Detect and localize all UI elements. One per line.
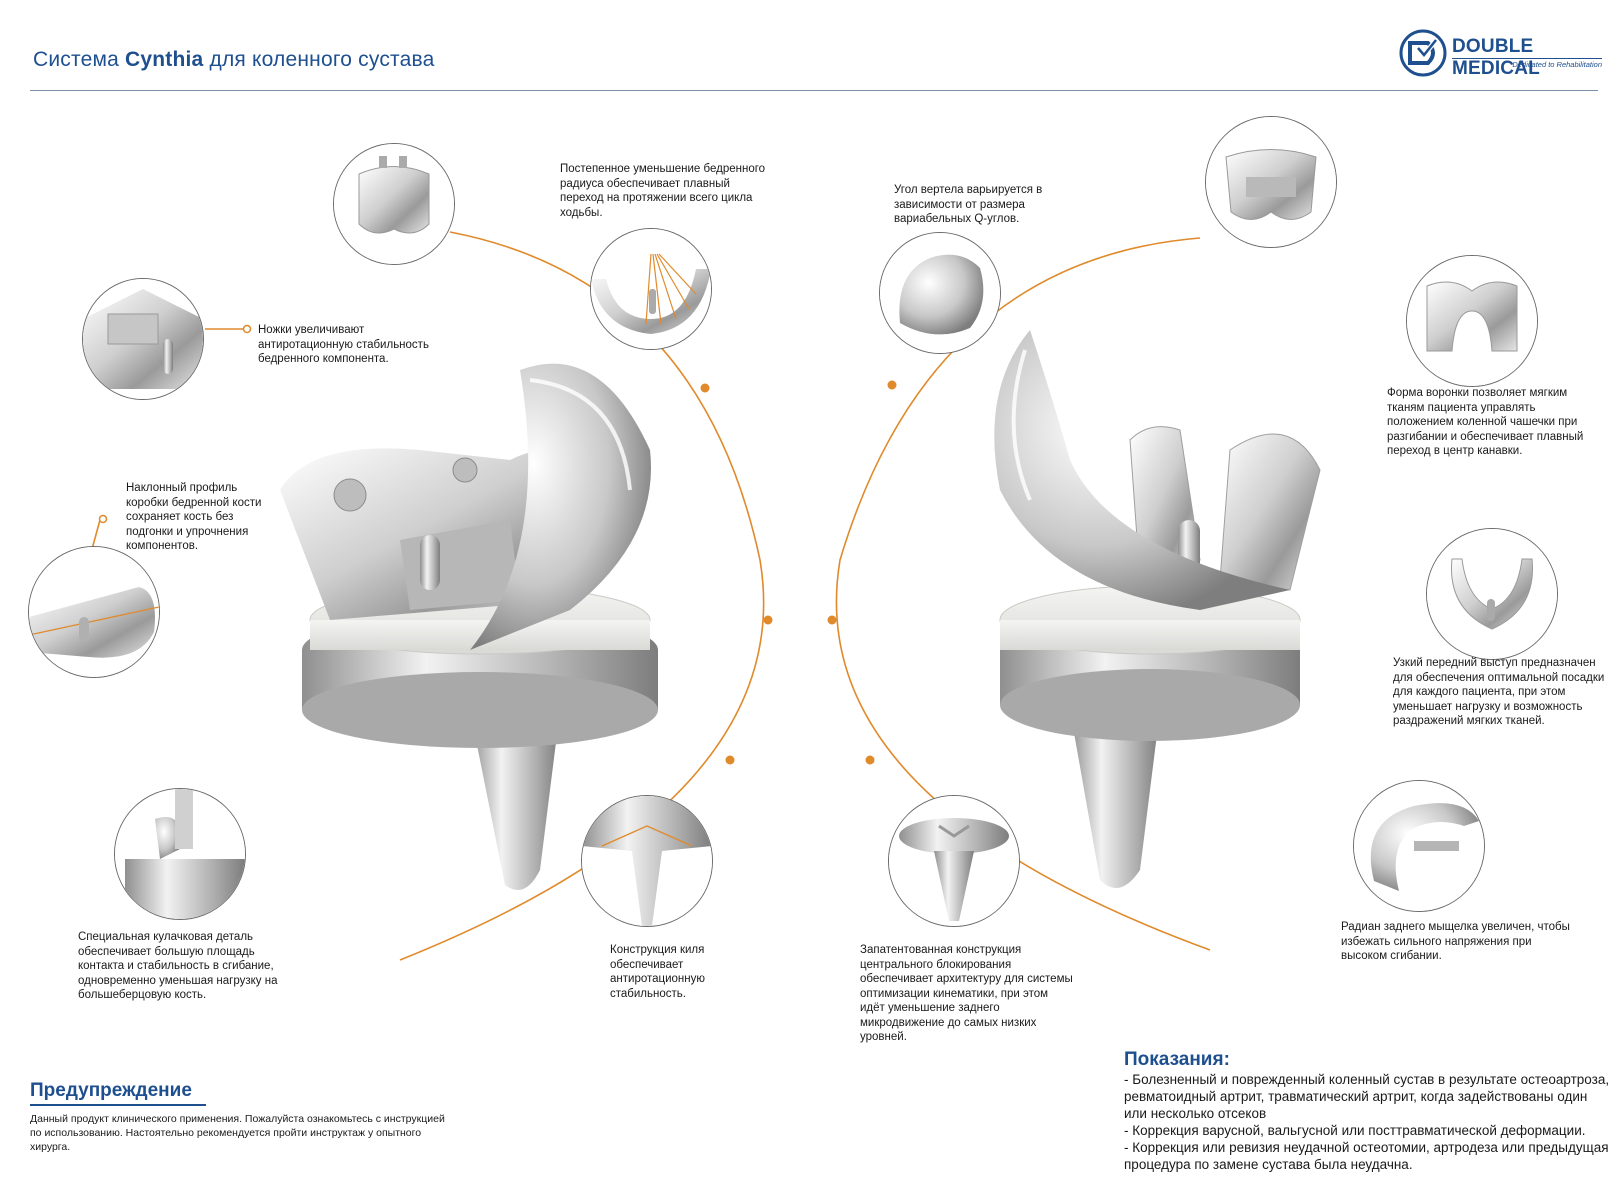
callout-funnel-shape: Форма воронки позволяет мягким тканям па… — [1387, 387, 1584, 457]
brand-name: DOUBLE MEDICAL — [1452, 36, 1540, 79]
callout-anterior-flange: Узкий передний выступ предназначен для о… — [1393, 657, 1605, 727]
callout-box-profile: Наклонный профиль коробки бедренной кост… — [126, 482, 262, 552]
title-prefix: Система — [33, 48, 119, 71]
brand-tagline: Dedicated to Rehabilitation — [1512, 60, 1602, 69]
header-divider — [30, 90, 1598, 91]
knee-implant-cruciate-retaining-image — [990, 330, 1410, 910]
femoral-component-top-detail-image — [1205, 116, 1337, 248]
callout-central-locking: Запатентованная конструкция центрального… — [860, 944, 1073, 1043]
keel-detail-image — [581, 795, 713, 927]
femoral-component-front-detail-image — [333, 143, 455, 265]
indication-item: - Болезненный и поврежденный коленный су… — [1124, 1072, 1610, 1121]
page-title: Система Cynthia для коленного сустава — [33, 48, 435, 72]
callout-femoral-radius: Постепенное уменьшение бедренного радиус… — [560, 163, 766, 219]
indications-list: - Болезненный и поврежденный коленный су… — [1124, 1071, 1614, 1173]
central-locking-detail-image — [888, 795, 1020, 927]
femoral-pegs-detail-image — [82, 278, 204, 400]
anterior-flange-detail-image — [1426, 528, 1558, 660]
posterior-condyle-detail-image — [1353, 780, 1485, 912]
indication-item: - Коррекция или ревизия неудачной остеот… — [1124, 1140, 1609, 1172]
cam-detail-image — [114, 788, 246, 920]
callout-posterior-condyle: Радиан заднего мыщелка увеличен, чтобы и… — [1341, 921, 1570, 962]
warning-underline — [30, 1104, 206, 1106]
funnel-shape-detail-image — [1406, 255, 1538, 387]
callout-pegs: Ножки увеличивают антиротационную стабил… — [258, 324, 429, 365]
brand-divider — [1452, 58, 1602, 59]
knee-implant-posterior-stabilized-image — [270, 350, 690, 910]
title-product: Cynthia — [125, 48, 204, 71]
trochlea-detail-image — [879, 232, 1001, 354]
indication-item: - Коррекция варусной, вальгусной или пос… — [1124, 1123, 1586, 1138]
title-suffix: для коленного сустава — [209, 48, 435, 71]
box-profile-detail-image — [28, 546, 160, 678]
double-medical-logo-icon — [1398, 28, 1448, 78]
femoral-radius-detail-image — [590, 228, 712, 350]
warning-text: Данный продукт клинического применения. … — [30, 1113, 445, 1153]
indications-title: Показания: — [1124, 1049, 1230, 1070]
warning-title: Предупреждение — [30, 1080, 192, 1101]
callout-trochlea: Угол вертела варьируется в зависимости о… — [894, 184, 1043, 225]
callout-keel: Конструкция киля обеспечивает антиротаци… — [610, 944, 705, 1000]
callout-cam: Специальная кулачковая деталь обеспечива… — [78, 931, 278, 1001]
